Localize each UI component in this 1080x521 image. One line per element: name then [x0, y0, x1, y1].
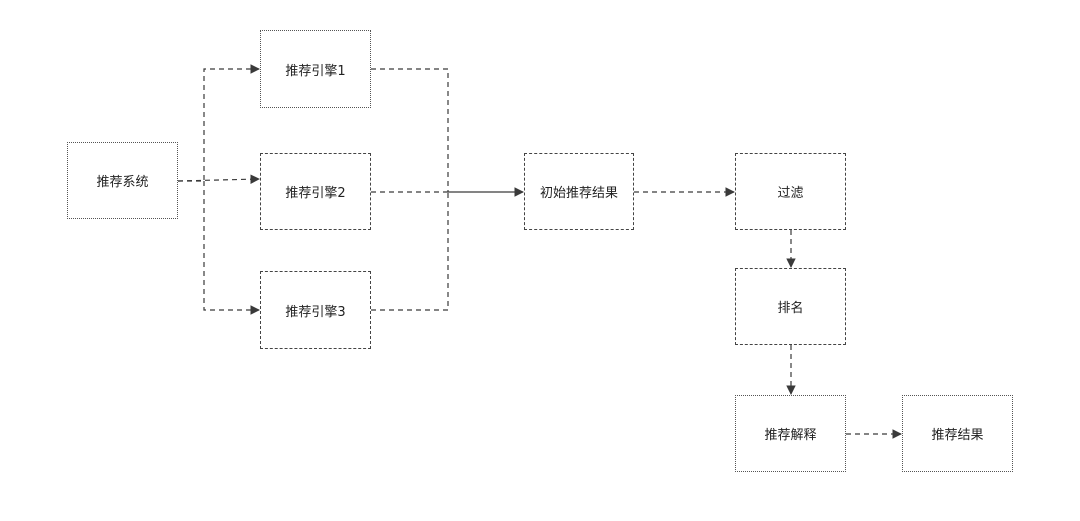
edge-engine1-merge [371, 68, 449, 192]
node-label: 初始推荐结果 [539, 186, 618, 201]
node-recommendation-engine-2: 推荐引擎2 [260, 153, 371, 230]
node-label: 过滤 [777, 186, 804, 201]
edge-system-to-engine3 [203, 181, 260, 315]
node-recommendation-engine-3: 推荐引擎3 [260, 271, 371, 349]
node-label: 推荐引擎1 [285, 63, 346, 79]
node-label: 推荐引擎2 [285, 186, 346, 201]
node-label: 排名 [777, 301, 804, 316]
node-label: 推荐系统 [96, 175, 149, 190]
edge-system-to-engine2 [177, 174, 260, 185]
node-label: 推荐引擎3 [285, 304, 346, 320]
node-label: 推荐结果 [931, 428, 984, 443]
node-label: 推荐解释 [764, 428, 817, 443]
node-recommendation-engine-1: 推荐引擎1 [260, 30, 371, 108]
node-filter: 过滤 [735, 153, 846, 230]
edge-system-to-engine1 [178, 64, 260, 182]
node-ranking: 排名 [735, 268, 846, 345]
node-recommendation-system: 推荐系统 [67, 142, 178, 219]
node-recommendation-explanation: 推荐解释 [735, 395, 846, 472]
edge-engine3-merge [371, 192, 449, 311]
node-initial-results: 初始推荐结果 [524, 153, 634, 230]
node-recommendation-result: 推荐结果 [902, 395, 1013, 472]
